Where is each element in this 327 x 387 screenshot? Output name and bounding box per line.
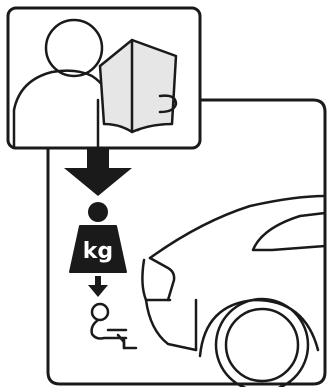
weight-kg-label: kg — [83, 239, 113, 264]
down-arrow-icon — [64, 148, 132, 196]
tow-ball-icon — [92, 304, 126, 339]
small-down-arrow-icon — [88, 276, 108, 297]
car-rear-icon — [118, 196, 325, 387]
weight-kg-icon: kg — [70, 202, 126, 272]
